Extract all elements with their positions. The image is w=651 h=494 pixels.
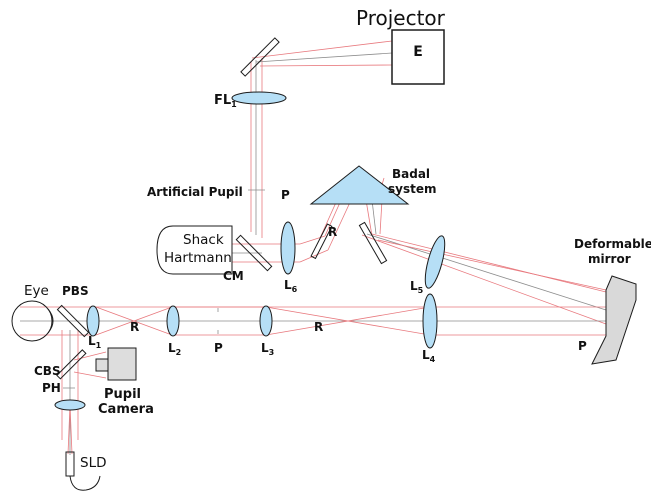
cm-label: CM <box>223 269 244 283</box>
lens-l1 <box>86 305 100 337</box>
shack-hartmann-sensor <box>156 225 233 275</box>
l2-label: L2 <box>168 341 181 357</box>
p-artificial-label: P <box>281 188 290 202</box>
badal-fold-mirror <box>358 221 388 265</box>
ph-label: PH <box>42 381 61 395</box>
p-mid-label: P <box>214 341 223 355</box>
projector-label: Projector <box>356 6 446 30</box>
cbs <box>56 349 87 380</box>
cm-mirror <box>235 234 273 272</box>
pbs <box>56 304 90 338</box>
lens-l4 <box>422 293 438 349</box>
l6-label: L6 <box>284 278 298 294</box>
l3-label: L3 <box>261 341 274 357</box>
projector-glyphs: E <box>413 44 423 60</box>
pupil-camera <box>95 347 137 381</box>
shack-label-line1: Shack <box>183 232 224 248</box>
lens-l3 <box>259 305 273 337</box>
lens-l2 <box>166 305 180 337</box>
deformable-label-line1: Deformable <box>574 237 651 251</box>
cbs-label: CBS <box>34 364 61 378</box>
lens-l5 <box>424 235 446 289</box>
badal-label-line2: system <box>388 182 437 196</box>
lens-sld-collimator <box>54 399 86 411</box>
l1-label: L1 <box>88 334 102 350</box>
beam-paths <box>20 40 607 455</box>
eye <box>11 300 54 342</box>
fl1-label: FL1 <box>214 93 237 109</box>
pupil-camera-label-line1: Pupil <box>104 387 141 402</box>
badal-prism <box>309 165 410 205</box>
p-right-label: P <box>578 339 587 353</box>
lens-l6 <box>280 221 296 275</box>
top-fold-mirror <box>240 37 280 77</box>
pupil-camera-label-line2: Camera <box>98 402 154 417</box>
eye-label: Eye <box>24 283 49 299</box>
deformable-mirror <box>591 275 637 365</box>
artificial-pupil-label: Artificial Pupil <box>147 185 243 199</box>
deformable-label-line2: mirror <box>588 252 631 266</box>
pbs-label: PBS <box>62 284 89 298</box>
r-near-l6-label: R <box>328 225 337 239</box>
l5-label: L5 <box>410 279 424 295</box>
sld-label: SLD <box>80 455 107 471</box>
lens-fl1 <box>231 91 287 105</box>
r-mid-label: R <box>314 320 323 334</box>
r-left-label: R <box>130 320 139 334</box>
shack-label-line2: Hartmann <box>164 250 232 266</box>
l4-label: L4 <box>422 348 436 364</box>
r-mirror-upper <box>310 223 333 260</box>
sld-source <box>65 451 101 491</box>
badal-label-line1: Badal <box>392 167 430 181</box>
projector: E <box>391 29 445 85</box>
